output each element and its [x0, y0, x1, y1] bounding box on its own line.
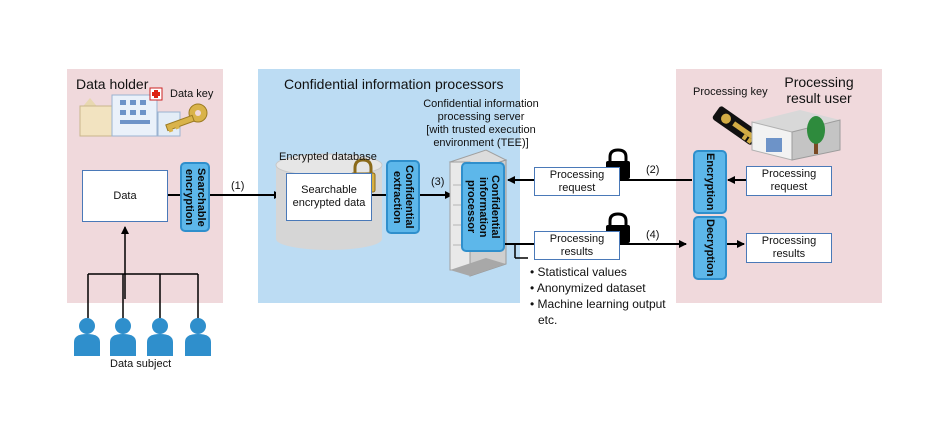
tree-icon [807, 116, 825, 154]
person-icon [147, 318, 173, 356]
person-icon [74, 318, 100, 356]
encryption-pill: Encryption [693, 150, 727, 214]
step-3-label: (3) [431, 176, 445, 188]
step-2-label: (2) [646, 164, 660, 176]
data-key-icon [165, 103, 208, 133]
processing-key-label: Processing key [693, 86, 768, 98]
searchable-encryption-label: Searchable encryption [183, 167, 207, 227]
confidential-extraction-pill: Confidential extraction [386, 160, 420, 234]
encrypted-database-label: Encrypted database [279, 151, 377, 163]
step-4-label: (4) [646, 229, 660, 241]
output-list: • Statistical values • Anonymized datase… [530, 264, 680, 328]
output-item: • Statistical values [530, 265, 627, 279]
processing-request-mid-box: Processing request [534, 167, 620, 196]
confidential-information-processor-pill: Confidential information processor [461, 162, 505, 252]
searchable-encrypted-data-box: Searchable encrypted data [286, 173, 372, 221]
decryption-label: Decryption [704, 219, 716, 277]
output-item: etc. [538, 313, 558, 327]
searchable-encryption-pill: Searchable encryption [180, 162, 210, 232]
processing-results-mid-box: Processing results [534, 231, 620, 260]
step-1-label: (1) [231, 180, 245, 192]
confidential-information-processor-label: Confidential information processor [465, 175, 501, 239]
encryption-label: Encryption [704, 153, 716, 211]
office-building-icon [751, 110, 841, 161]
output-item: • Machine learning output [530, 297, 666, 311]
data-key-label: Data key [170, 88, 214, 100]
processing-results-box: Processing results [746, 233, 832, 263]
confidential-extraction-label: Confidential extraction [391, 165, 415, 229]
processing-request-box: Processing request [746, 166, 832, 196]
decryption-pill: Decryption [693, 216, 727, 280]
output-item: • Anonymized dataset [530, 281, 646, 295]
server-description-label: Confidential information processing serv… [423, 98, 539, 149]
processing-key-icon [712, 106, 759, 145]
person-icon [185, 318, 211, 356]
person-icon [110, 318, 136, 356]
result-user-title: Processing result user [784, 74, 854, 106]
data-holder-title: Data holder [76, 76, 149, 92]
hospital-building-icon [79, 87, 181, 137]
data-box: Data [82, 170, 168, 222]
processors-title: Confidential information processors [284, 76, 504, 92]
data-subject-label: Data subject [110, 358, 172, 370]
